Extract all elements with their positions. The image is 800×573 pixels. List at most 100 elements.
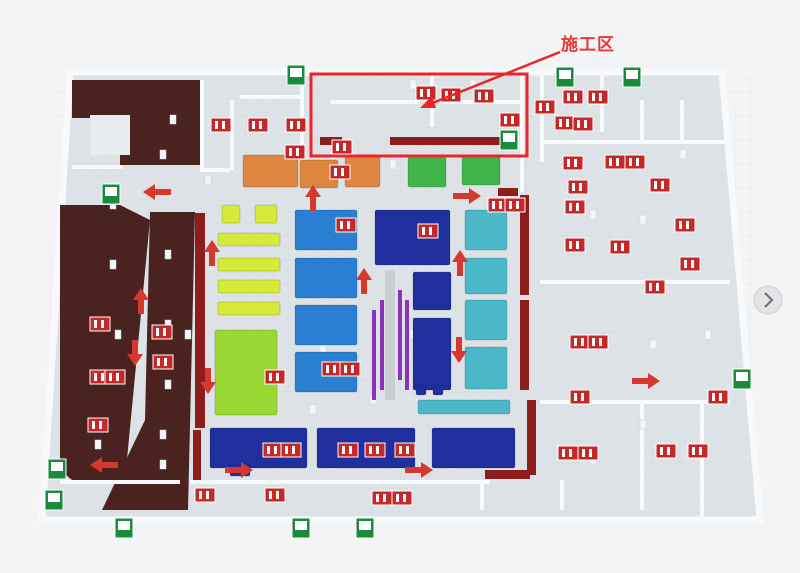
fire-extinguisher-icon (473, 88, 495, 104)
extinguisher-glyph (157, 358, 160, 366)
arrow-shape (451, 337, 467, 363)
booth-navy (209, 427, 308, 469)
interior-wall (540, 280, 730, 284)
interior-wall (230, 100, 234, 170)
booth-navy (374, 209, 451, 266)
extinguisher-glyph (383, 494, 386, 502)
fire-extinguisher-icon (264, 369, 286, 385)
extinguisher-glyph (399, 446, 402, 454)
booth-navy-small (415, 384, 427, 396)
booth-cyan (464, 257, 508, 295)
barrier (390, 137, 500, 145)
arrow-shape (204, 240, 220, 266)
extinguisher-bg (285, 117, 307, 133)
fire-extinguisher-icon (280, 442, 302, 458)
fire-extinguisher-icon (624, 154, 646, 170)
evacuation-arrow-icon (127, 340, 143, 366)
fire-extinguisher-icon (687, 443, 709, 459)
extinguisher-bg (554, 115, 576, 131)
booth-cyan-strip (417, 399, 511, 415)
fire-extinguisher-icon (371, 490, 393, 506)
column (184, 329, 192, 340)
extinguisher-glyph (276, 491, 279, 499)
extinguisher-bg (569, 334, 591, 350)
fire-extinguisher-icon (679, 256, 701, 272)
extinguisher-bg (194, 487, 216, 503)
evacuation-arrow-icon (453, 188, 481, 204)
extinguisher-glyph (614, 243, 617, 251)
extinguisher-bg (707, 389, 729, 405)
extinguisher-bg (280, 442, 302, 458)
evacuation-arrow-icon (143, 184, 171, 200)
extinguisher-glyph (577, 120, 580, 128)
exit-panel (736, 372, 748, 381)
fire-extinguisher-icon (569, 389, 591, 405)
extinguisher-glyph (259, 121, 262, 129)
extinguisher-glyph (164, 358, 167, 366)
extinguisher-glyph (581, 393, 584, 401)
zone-top-left-notch (90, 115, 130, 155)
extinguisher-bg (674, 217, 696, 233)
extinguisher-bg (264, 369, 286, 385)
extinguisher-glyph (376, 494, 379, 502)
chevron-right-icon[interactable] (753, 285, 783, 315)
extinguisher-glyph (719, 393, 722, 401)
emergency-exit-icon (101, 183, 121, 205)
extinguisher-bg (329, 164, 351, 180)
escalator-strip (385, 270, 395, 400)
exit-panel (290, 68, 302, 77)
extinguisher-glyph (478, 92, 481, 100)
extinguisher-glyph (582, 449, 585, 457)
interior-wall (200, 80, 204, 170)
extinguisher-glyph (406, 446, 409, 454)
barrier (520, 195, 529, 295)
fire-extinguisher-icon (87, 417, 109, 433)
fire-extinguisher-icon (104, 369, 126, 385)
extinguisher-glyph (566, 119, 569, 127)
extinguisher-bg (264, 487, 286, 503)
extinguisher-glyph (342, 446, 345, 454)
column (309, 404, 317, 415)
arrow-shape (452, 250, 468, 276)
extinguisher-glyph (376, 446, 379, 454)
extinguisher-glyph (546, 103, 549, 111)
extinguisher-glyph (252, 121, 255, 129)
extinguisher-glyph (292, 446, 295, 454)
extinguisher-bg (394, 442, 416, 458)
fire-extinguisher-icon (89, 316, 111, 332)
booth-cyan (464, 346, 508, 390)
column (409, 79, 417, 90)
extinguisher-bg (391, 490, 413, 506)
extinguisher-glyph (276, 373, 279, 381)
extinguisher-bg (609, 239, 631, 255)
barrier (485, 470, 530, 479)
fire-extinguisher-icon (415, 85, 437, 101)
extinguisher-glyph (684, 260, 687, 268)
fire-extinguisher-icon (285, 117, 307, 133)
extinguisher-bg (504, 197, 526, 213)
extinguisher-glyph (516, 201, 519, 209)
extinguisher-glyph (569, 203, 572, 211)
extinguisher-glyph (581, 338, 584, 346)
arrow-shape (200, 368, 216, 394)
extinguisher-glyph (567, 159, 570, 167)
interior-wall (480, 480, 484, 510)
arrow-shape (356, 268, 372, 294)
extinguisher-bg (604, 154, 626, 170)
extinguisher-glyph (101, 373, 104, 381)
fire-extinguisher-icon (564, 199, 586, 215)
emergency-exit-icon (355, 517, 375, 539)
extinguisher-glyph (92, 421, 95, 429)
extinguisher-glyph (576, 203, 579, 211)
column (204, 174, 212, 185)
extinguisher-glyph (492, 201, 495, 209)
extinguisher-glyph (344, 365, 347, 373)
extinguisher-bg (152, 354, 174, 370)
extinguisher-glyph (369, 446, 372, 454)
extinguisher-bg (321, 361, 343, 377)
extinguisher-bg (562, 155, 584, 171)
extinguisher-glyph (692, 447, 695, 455)
extinguisher-bg (89, 316, 111, 332)
fire-extinguisher-icon (247, 117, 269, 133)
